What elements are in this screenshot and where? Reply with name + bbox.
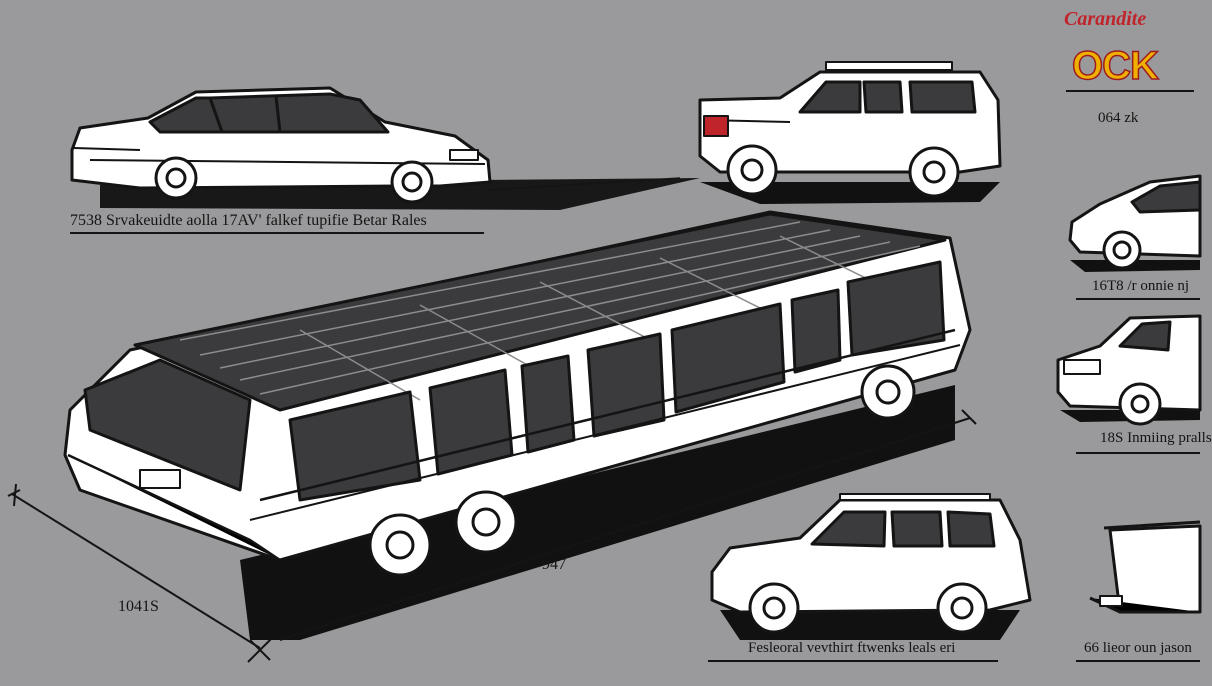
label-right-2-underline xyxy=(1076,452,1200,454)
dimension-label-left: 1041S xyxy=(118,598,159,615)
label-right-1: 16T8 /r onnie nj xyxy=(1092,278,1190,294)
dimension-lines xyxy=(7,177,977,663)
brand-underline xyxy=(1066,90,1194,92)
label-right-2: 18S Inmiing pralls xyxy=(1100,430,1212,446)
brand-script-text: Carandite xyxy=(1064,8,1147,30)
label-top-left: 7538 Srvakeuidte aolla 17AV' falkef tupi… xyxy=(70,212,427,229)
label-bottom-underline xyxy=(708,660,998,662)
pickup xyxy=(1056,314,1202,426)
label-right-1-underline xyxy=(1076,298,1200,300)
label-bottom-right: 66 lieor oun jason xyxy=(1084,640,1192,656)
suv-bottom xyxy=(710,493,1032,634)
suv-top xyxy=(698,61,1002,198)
label-bottom-center: Fesleoral vevthirt ftwenks leals eri xyxy=(748,640,956,656)
hatchback xyxy=(1068,174,1202,270)
long-van xyxy=(63,210,972,577)
sedan xyxy=(70,86,492,204)
brand-logo: OCK xyxy=(1071,44,1159,88)
trailer xyxy=(1089,520,1202,614)
label-bottom-right-underline xyxy=(1076,660,1200,662)
dimension-label-middle: 947 xyxy=(542,556,566,573)
brand-subtext: 064 zk xyxy=(1098,110,1139,126)
label-top-left-underline xyxy=(70,232,484,234)
roof-grid-lines xyxy=(179,221,921,401)
